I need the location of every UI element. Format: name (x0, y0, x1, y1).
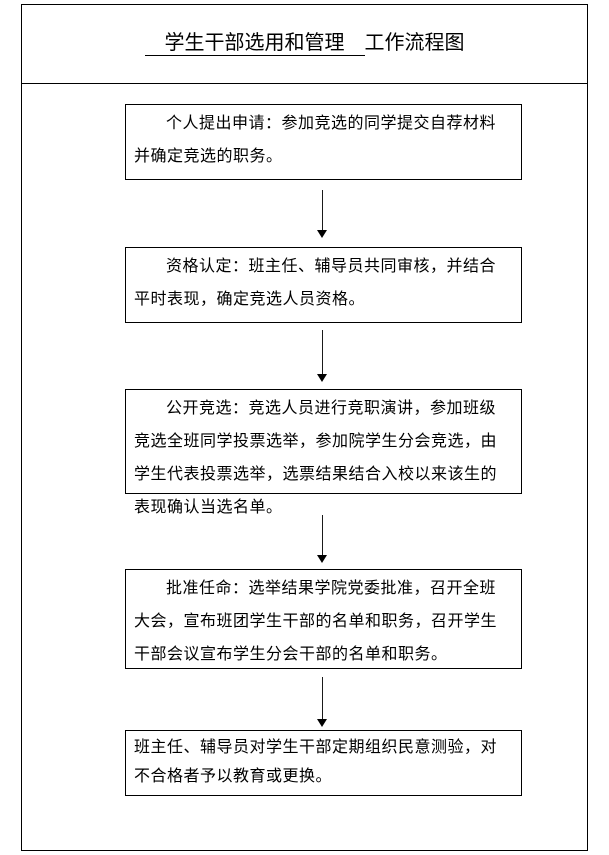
flow-step-1-text: 个人提出申请：参加竞选的同学提交自荐材料并确定竞选的职务。 (134, 115, 497, 165)
flow-step-3-text: 公开竞选：竞选人员进行竞职演讲，参加班级竞选全班同学投票选举，参加院学生分会竞选… (134, 400, 498, 516)
flow-step-2-text: 资格认定：班主任、辅导员共同审核，并结合平时表现，确定竞选人员资格。 (134, 258, 497, 308)
arrow-head-icon (317, 374, 327, 382)
title-underlined-text: 学生干部选用和管理 (144, 32, 365, 56)
arrow-head-icon (317, 230, 327, 238)
arrow-line (321, 515, 323, 555)
title-band: 学生干部选用和管理 工作流程图 (22, 5, 587, 84)
arrow-line (321, 677, 323, 719)
arrow-line (321, 190, 323, 230)
arrow-head-icon (317, 555, 327, 563)
arrow-head-icon (317, 719, 327, 727)
flow-step-5: 班主任、辅导员对学生干部定期组织民意测验，对不合格者予以教育或更换。 (125, 730, 522, 796)
down-arrow-1 (316, 190, 328, 238)
flow-step-2: 资格认定：班主任、辅导员共同审核，并结合平时表现，确定竞选人员资格。 (125, 247, 522, 323)
flow-step-4-text: 批准任命：选举结果学院党委批准，召开全班大会，宣布班团学生干部的名单和职务，召开… (134, 580, 498, 663)
flow-step-4: 批准任命：选举结果学院党委批准，召开全班大会，宣布班团学生干部的名单和职务，召开… (125, 569, 522, 669)
down-arrow-2 (316, 330, 328, 382)
arrow-line (321, 330, 323, 374)
down-arrow-4 (316, 677, 328, 727)
page-border-frame: 学生干部选用和管理 工作流程图 个人提出申请：参加竞选的同学提交自荐材料并确定竞… (21, 4, 588, 851)
flow-step-3: 公开竞选：竞选人员进行竞职演讲，参加班级竞选全班同学投票选举，参加院学生分会竞选… (125, 389, 522, 516)
title-plain-text: 工作流程图 (364, 32, 465, 54)
flow-step-5-text: 班主任、辅导员对学生干部定期组织民意测验，对不合格者予以教育或更换。 (134, 739, 498, 785)
down-arrow-3 (316, 515, 328, 563)
flow-step-1: 个人提出申请：参加竞选的同学提交自荐材料并确定竞选的职务。 (125, 104, 522, 180)
